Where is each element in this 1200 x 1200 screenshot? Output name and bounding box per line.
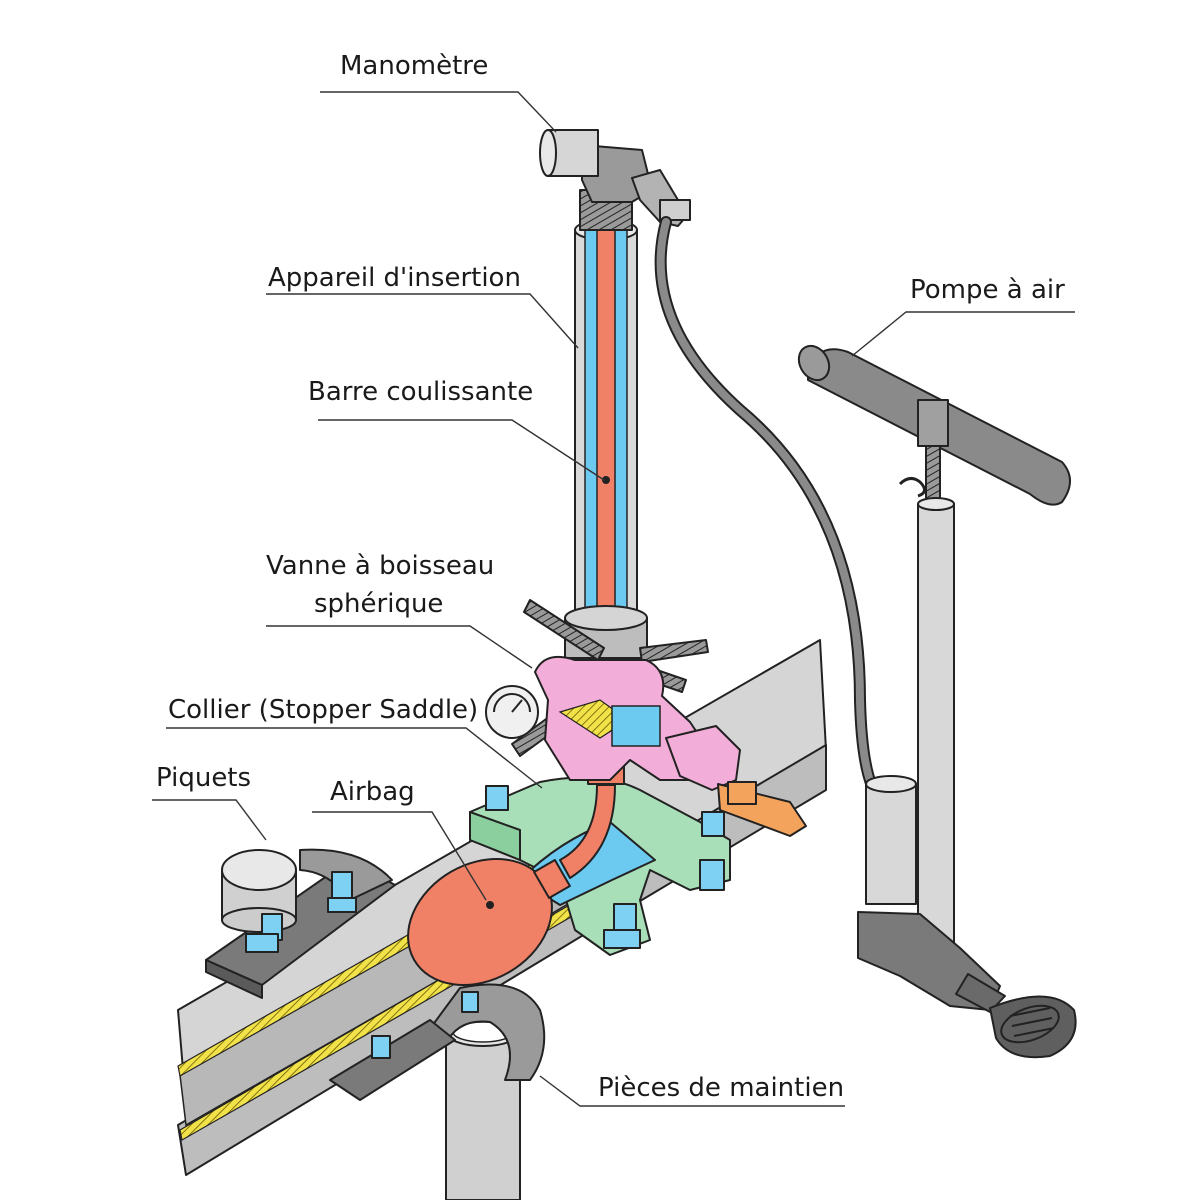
label-appareil-insertion: Appareil d'insertion (268, 263, 521, 293)
label-vanne-line1: Vanne à boisseau (266, 551, 494, 581)
bolt-icon (603, 903, 641, 949)
bolt-icon (461, 991, 479, 1013)
bolt-icon (701, 811, 725, 837)
label-manometre: Manomètre (340, 51, 488, 81)
bolt-icon (327, 871, 357, 913)
holding-pieces-bottom (329, 983, 546, 1101)
leader-lines (152, 91, 1075, 1107)
bolt-icon (371, 1035, 391, 1059)
bolt-icon (245, 913, 283, 953)
label-vanne-line2: sphérique (314, 589, 443, 619)
bolt-icon (485, 785, 509, 811)
ball-valve (485, 599, 807, 837)
bolt-icon (699, 859, 725, 891)
manometer (539, 129, 691, 227)
label-airbag: Airbag (330, 777, 415, 807)
holding-pieces-left (205, 848, 396, 999)
label-pieces-maintien: Pièces de maintien (598, 1073, 844, 1103)
label-pompe-air: Pompe à air (910, 275, 1065, 305)
airbag (407, 821, 656, 986)
label-barre-coulissante: Barre coulissante (308, 377, 533, 407)
air-pump (797, 344, 1077, 1059)
labels: Manomètre Appareil d'insertion Pompe à a… (156, 51, 1065, 1103)
label-piquets: Piquets (156, 763, 251, 793)
label-collier: Collier (Stopper Saddle) (168, 695, 478, 725)
